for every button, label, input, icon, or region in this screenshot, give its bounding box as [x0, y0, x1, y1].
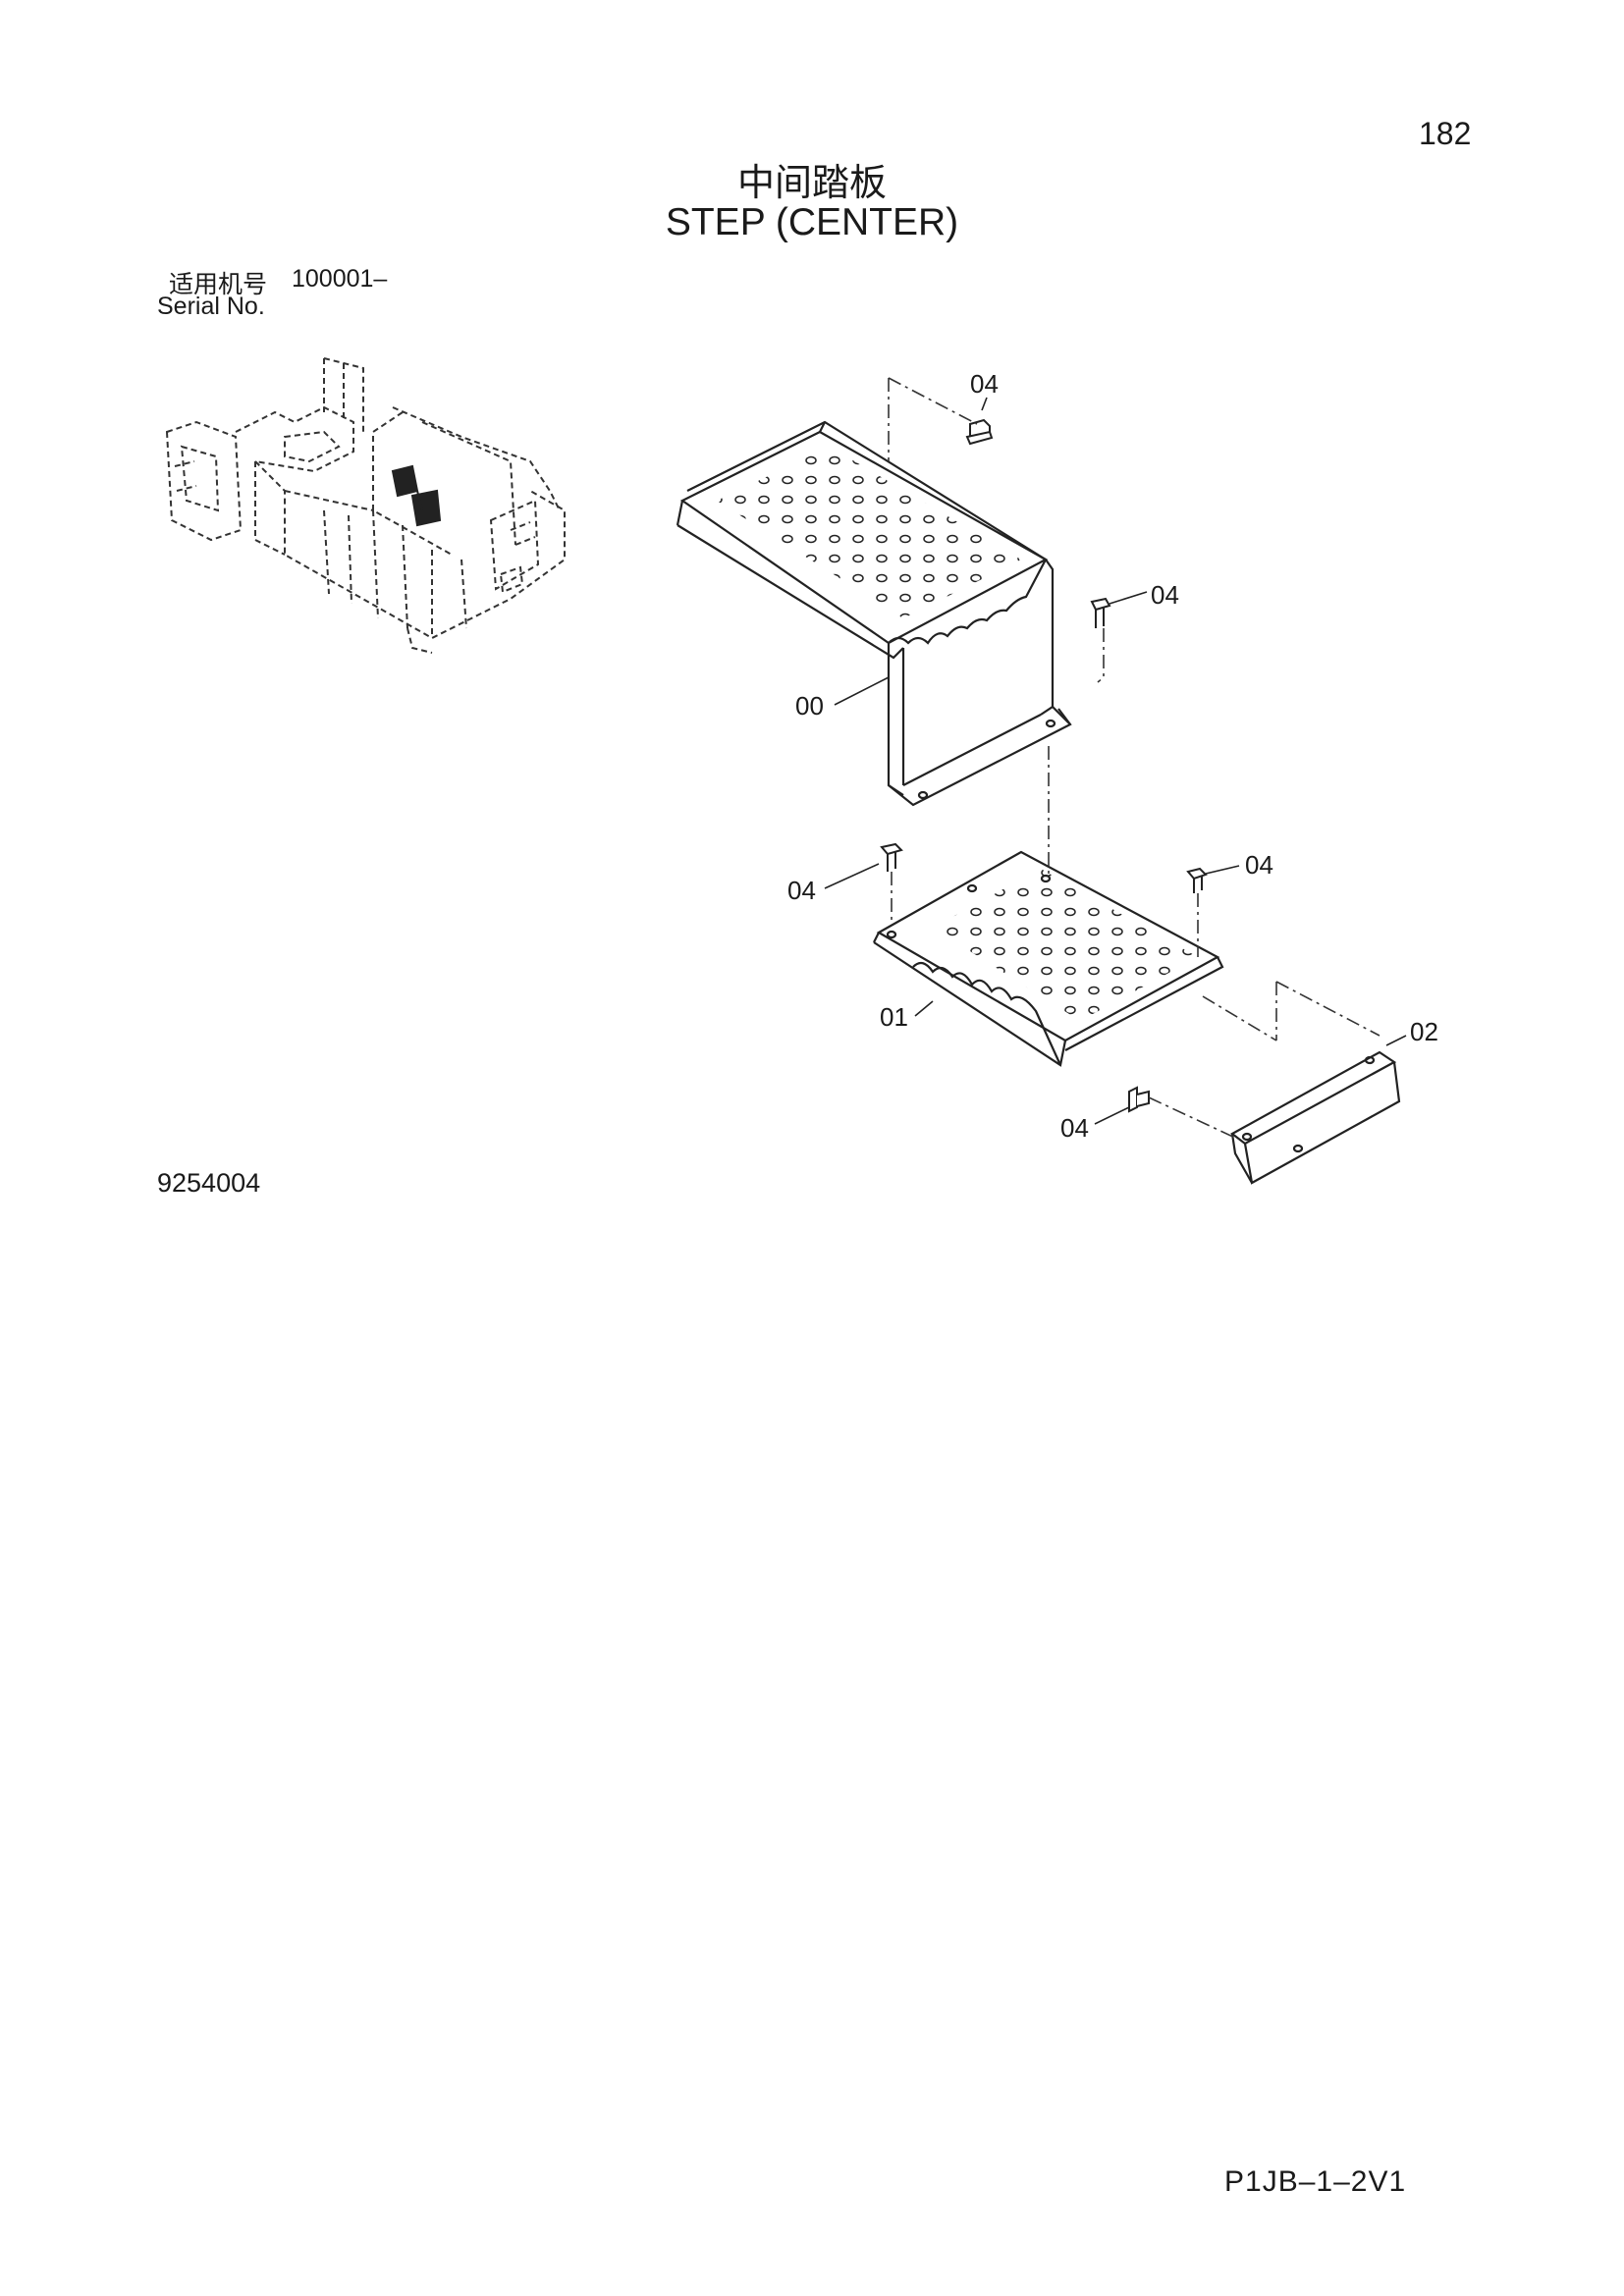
- callout-01: 01: [880, 1002, 908, 1032]
- bolt-left-mid: [880, 842, 903, 872]
- page-title-english: STEP (CENTER): [665, 201, 959, 243]
- callout-04-right-mid: 04: [1245, 850, 1273, 880]
- serial-label-english: Serial No.: [157, 293, 265, 320]
- excavator-outline-icon: [165, 357, 566, 654]
- angle-bracket-icon: [1230, 1050, 1401, 1185]
- callout-00: 00: [795, 691, 824, 721]
- flange-bolt-icon: [880, 418, 1208, 1113]
- callout-04-bottom: 04: [1060, 1113, 1089, 1143]
- machine-overview: [165, 357, 566, 654]
- page-number: 182: [1419, 116, 1472, 151]
- bolt-right-mid: [1186, 867, 1208, 893]
- perforated-step-plate-icon: [873, 850, 1224, 1067]
- highlighted-step: [391, 464, 442, 527]
- page-title-chinese: 中间踏板: [736, 161, 887, 204]
- serial-number-value: 100001–: [292, 265, 388, 293]
- bolt-top: [965, 418, 994, 446]
- callout-04-top: 04: [970, 369, 999, 399]
- callout-leader-lines: [824, 397, 1407, 1125]
- bolt-bottom: [1128, 1086, 1150, 1113]
- document-code: P1JB–1–2V1: [1224, 2165, 1407, 2198]
- callout-04-right-upper: 04: [1151, 580, 1179, 610]
- assembly-center-lines: [888, 377, 1380, 1140]
- figure-number: 9254004: [157, 1168, 261, 1198]
- callout-02: 02: [1410, 1017, 1438, 1046]
- serial-label-chinese: 适用机号: [169, 270, 268, 298]
- perforated-step-bracket-icon: [676, 420, 1072, 807]
- bolt-right-upper: [1090, 597, 1111, 628]
- callout-04-left-mid: 04: [787, 876, 816, 905]
